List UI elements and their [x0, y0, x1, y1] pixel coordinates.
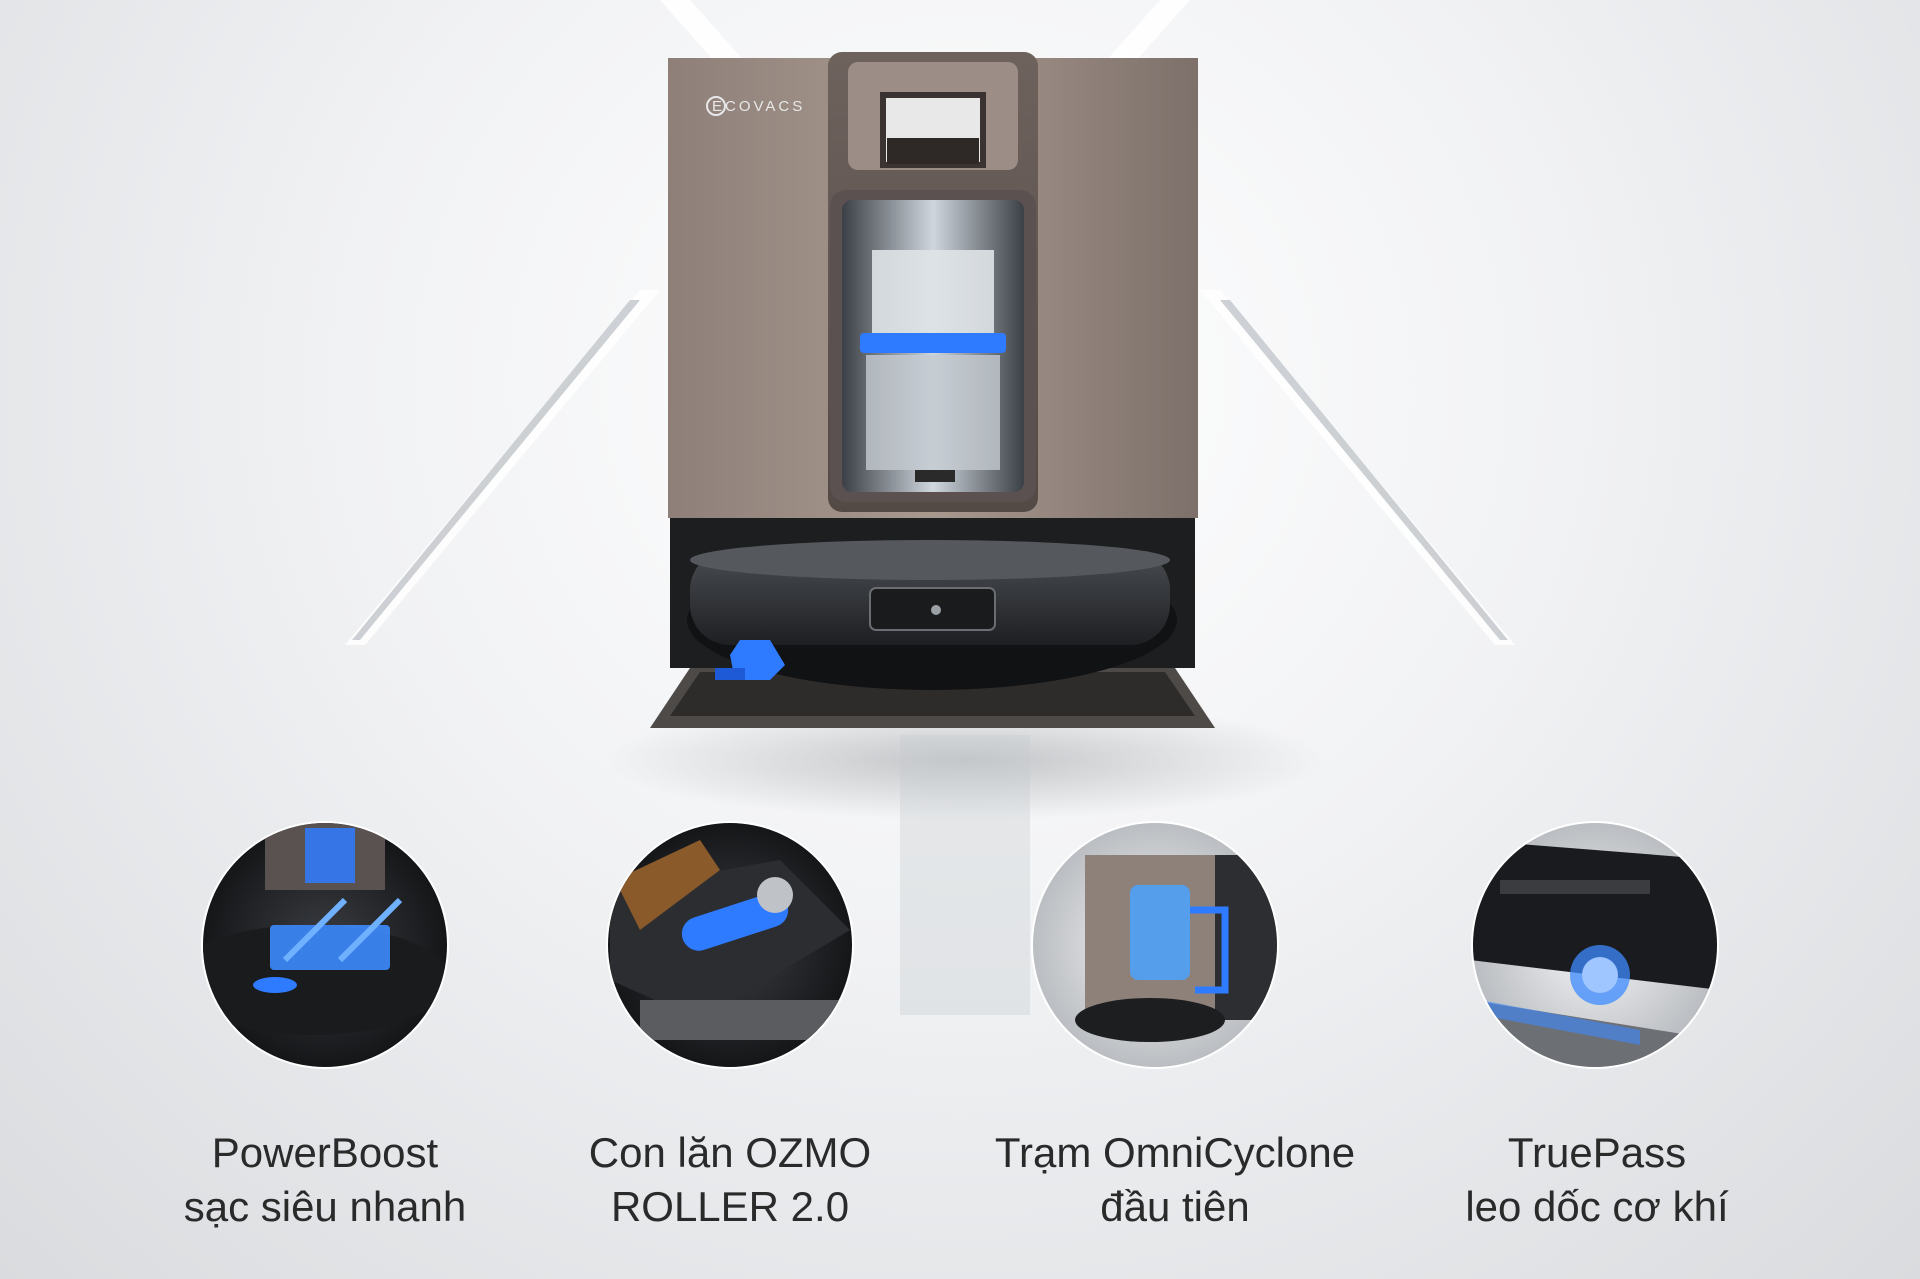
robot-vacuum — [687, 540, 1177, 690]
brand-logo: ECOVACS — [712, 98, 805, 115]
feature-thumbnail-truepass — [1471, 821, 1719, 1069]
feature-caption-ozmo-roller: Con lăn OZMO ROLLER 2.0 — [470, 1126, 990, 1234]
ecovacs-logo-icon — [706, 96, 726, 116]
caption-line-2: ROLLER 2.0 — [610, 1183, 850, 1230]
floor-shadow — [605, 700, 1325, 820]
caption-line-2: đầu tiên — [1100, 1183, 1250, 1230]
floor-reflection — [900, 735, 1030, 1015]
feature-thumbnail-powerboost — [201, 821, 449, 1069]
feature-caption-omnicyclone: Trạm OmniCyclone đầu tiên — [915, 1126, 1435, 1234]
caption-line-1: TruePass — [1507, 1129, 1687, 1176]
feature-caption-powerboost: PowerBoost sạc siêu nhanh — [65, 1126, 585, 1234]
caption-line-2: leo dốc cơ khí — [1465, 1183, 1729, 1230]
feature-caption-truepass: TruePass leo dốc cơ khí — [1337, 1126, 1857, 1234]
caption-line-2: sạc siêu nhanh — [183, 1183, 467, 1230]
caption-line-1: PowerBoost — [211, 1129, 439, 1176]
feature-thumbnail-omnicyclone — [1031, 821, 1279, 1069]
caption-line-1: Trạm OmniCyclone — [994, 1129, 1356, 1176]
background-light-beams — [345, 0, 1515, 645]
caption-line-1: Con lăn OZMO — [588, 1129, 872, 1176]
feature-thumbnail-ozmo-roller — [606, 821, 854, 1069]
